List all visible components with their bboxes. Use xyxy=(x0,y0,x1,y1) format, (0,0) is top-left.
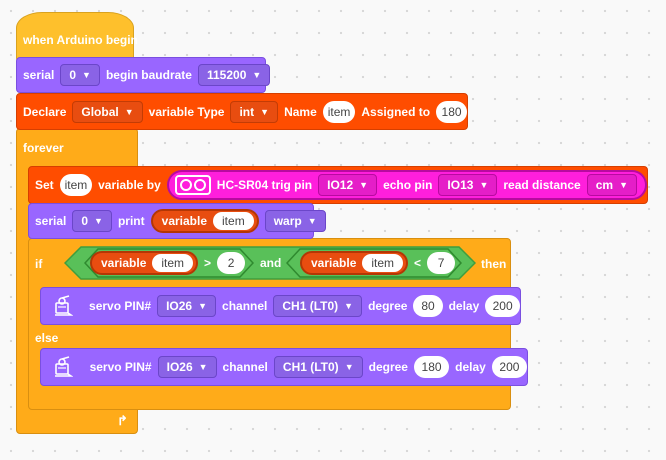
hat-label: when Arduino begin xyxy=(23,33,138,47)
unit-dropdown[interactable]: cm▼ xyxy=(586,174,637,196)
then-label: then xyxy=(481,257,507,271)
chevron-down-icon: ▼ xyxy=(198,362,208,372)
channel-dropdown[interactable]: CH1 (LT0)▼ xyxy=(273,295,363,317)
serial-label: serial xyxy=(23,68,55,82)
servo-pin-label: servo PIN# xyxy=(89,299,152,313)
servo-block-else[interactable]: servo PIN# IO26▼ channel CH1 (LT0)▼ degr… xyxy=(40,348,528,386)
chevron-down-icon: ▼ xyxy=(124,106,134,117)
greater-than-condition[interactable]: variable item > 2 xyxy=(84,248,254,278)
ultrasonic-sensor-icon xyxy=(174,175,211,195)
servo-block-then[interactable]: servo PIN# IO26▼ channel CH1 (LT0)▼ degr… xyxy=(40,287,521,325)
variable-label: variable xyxy=(101,256,147,270)
channel-label: channel xyxy=(222,299,268,313)
greater-than-operator: > xyxy=(204,256,212,270)
chevron-down-icon: ▼ xyxy=(94,216,103,226)
servo-icon xyxy=(53,294,74,318)
declare-label: Declare xyxy=(23,104,67,119)
and-condition[interactable]: variable item > 2 and variable item < 7 xyxy=(64,246,476,280)
forever-label: forever xyxy=(23,141,64,155)
compare-value-input[interactable]: 7 xyxy=(427,252,456,274)
servo-pin-dropdown[interactable]: IO26▼ xyxy=(157,295,217,317)
loop-arrow-icon: ↱ xyxy=(117,413,128,428)
declare-block[interactable]: Declare Global▼ variable Type int▼ Name … xyxy=(16,93,468,130)
channel-dropdown[interactable]: CH1 (LT0)▼ xyxy=(273,356,363,378)
variable-type-label: variable Type xyxy=(148,104,225,119)
serial-label: serial xyxy=(35,214,67,228)
baudrate-dropdown[interactable]: 115200▼ xyxy=(197,64,271,86)
print-label: print xyxy=(117,214,145,228)
sensor-label: HC-SR04 trig pin xyxy=(216,178,313,192)
type-dropdown[interactable]: int▼ xyxy=(230,100,279,123)
degree-label: degree xyxy=(368,360,408,374)
delay-input[interactable]: 200 xyxy=(491,356,527,378)
else-label: else xyxy=(35,331,59,345)
variable-name-input[interactable]: item xyxy=(362,254,404,272)
chevron-down-icon: ▼ xyxy=(260,106,270,117)
chevron-down-icon: ▼ xyxy=(479,180,489,190)
delay-input[interactable]: 200 xyxy=(485,295,520,317)
chevron-down-icon: ▼ xyxy=(619,180,628,190)
chevron-down-icon: ▼ xyxy=(344,301,354,311)
variable-name-input[interactable]: item xyxy=(213,212,254,230)
assigned-to-label: Assigned to xyxy=(361,104,431,119)
chevron-down-icon: ▼ xyxy=(198,301,208,311)
variable-label: variable xyxy=(161,214,208,228)
chevron-down-icon: ▼ xyxy=(344,362,354,372)
serial-print-block[interactable]: serial 0▼ print variable item warp▼ xyxy=(28,203,326,239)
variable-by-label: variable by xyxy=(98,178,161,192)
read-distance-label: read distance xyxy=(503,178,581,192)
delay-label: delay xyxy=(455,360,486,374)
name-label: Name xyxy=(284,104,317,119)
serial-port-dropdown[interactable]: 0▼ xyxy=(60,64,100,86)
variable-reporter[interactable]: variable item xyxy=(300,251,409,275)
variable-label: variable xyxy=(311,256,357,270)
chevron-down-icon: ▼ xyxy=(307,216,317,226)
chevron-down-icon: ▼ xyxy=(252,70,262,80)
chevron-down-icon: ▼ xyxy=(359,180,369,190)
compare-value-input[interactable]: 2 xyxy=(217,252,246,274)
begin-baudrate-label: begin baudrate xyxy=(105,68,192,82)
serial-port-dropdown[interactable]: 0▼ xyxy=(72,210,112,232)
degree-label: degree xyxy=(368,299,408,313)
less-than-condition[interactable]: variable item < 7 xyxy=(286,248,462,278)
variable-reporter[interactable]: variable item xyxy=(150,209,259,233)
variable-reporter[interactable]: variable item xyxy=(90,251,199,275)
hat-block[interactable]: when Arduino begin xyxy=(16,12,138,62)
servo-pin-label: servo PIN# xyxy=(89,360,152,374)
if-label: if xyxy=(35,257,43,271)
scope-dropdown[interactable]: Global▼ xyxy=(72,100,143,123)
chevron-down-icon: ▼ xyxy=(82,70,91,80)
less-than-operator: < xyxy=(414,256,422,270)
servo-pin-dropdown[interactable]: IO26▼ xyxy=(157,356,217,378)
set-block[interactable]: Set item variable by HC-SR04 trig pin IO… xyxy=(28,166,648,204)
assigned-value-input[interactable]: 180 xyxy=(436,100,467,123)
ultrasonic-reporter[interactable]: HC-SR04 trig pin IO12▼ echo pin IO13▼ re… xyxy=(166,170,647,200)
echo-pin-label: echo pin xyxy=(383,178,433,192)
set-variable-input[interactable]: item xyxy=(59,174,93,196)
degree-input[interactable]: 80 xyxy=(413,295,443,317)
channel-label: channel xyxy=(222,360,268,374)
variable-name-input[interactable]: item xyxy=(152,254,194,272)
serial-begin-block[interactable]: serial 0▼ begin baudrate 115200▼ xyxy=(16,57,271,93)
echo-pin-dropdown[interactable]: IO13▼ xyxy=(438,174,498,196)
trig-pin-dropdown[interactable]: IO12▼ xyxy=(318,174,378,196)
set-label: Set xyxy=(35,178,54,192)
servo-icon xyxy=(53,355,74,379)
degree-input[interactable]: 180 xyxy=(413,356,450,378)
and-label: and xyxy=(260,256,282,270)
delay-label: delay xyxy=(448,299,480,313)
print-mode-dropdown[interactable]: warp▼ xyxy=(264,210,326,232)
variable-name-input[interactable]: item xyxy=(322,100,356,123)
